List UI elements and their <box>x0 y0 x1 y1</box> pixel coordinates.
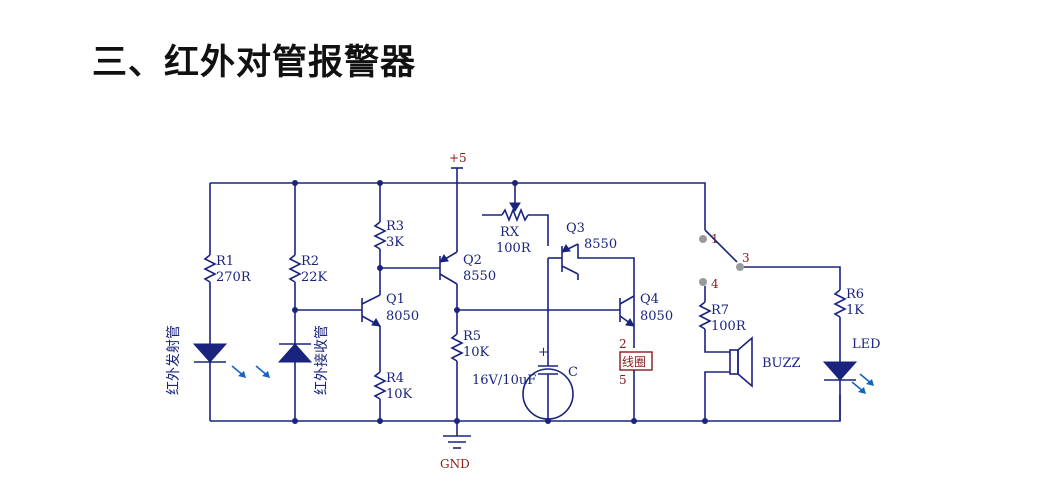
r3-label: R3 <box>386 219 404 234</box>
rx-resistor <box>501 207 529 223</box>
coil-pin-top: 2 <box>619 337 627 351</box>
r3-value: 3K <box>386 235 404 250</box>
q3-value: 8550 <box>584 237 617 252</box>
r2-label: R2 <box>301 254 319 269</box>
ir-emitter-diode <box>192 343 228 363</box>
junction-vcc-r2 <box>292 180 298 186</box>
r7-label: R7 <box>711 303 729 318</box>
r7-value: 100R <box>711 319 747 334</box>
vcc-rail <box>210 182 706 230</box>
junction-gnd-coil <box>631 418 637 424</box>
r2-value: 22K <box>301 270 328 285</box>
junction-vcc-r3 <box>377 180 383 186</box>
rx-value: 100R <box>496 241 532 256</box>
r4-value: 10K <box>386 387 413 402</box>
q1-value: 8050 <box>386 309 419 324</box>
r5-label: R5 <box>463 329 481 344</box>
rx-right-wire <box>528 214 549 246</box>
rx-wiper-arrow <box>509 202 521 212</box>
q2-value: 8550 <box>463 269 496 284</box>
coil-box <box>619 351 653 371</box>
switch-pin-1[interactable] <box>699 235 707 243</box>
led-light-icon <box>851 373 874 394</box>
q3-label: Q3 <box>566 221 585 236</box>
ir-receiver-label: 红外接收管 <box>313 325 330 395</box>
q1-collector <box>361 294 381 305</box>
junction-cap <box>545 418 551 424</box>
r3-resistor <box>373 221 387 250</box>
q3-collector <box>561 265 579 275</box>
r1-resistor <box>203 254 217 283</box>
led-diode <box>822 361 858 381</box>
cap-label: C <box>568 365 578 380</box>
buzzer-body <box>729 349 739 375</box>
cap-value: 16V/10uF <box>472 373 536 388</box>
q4-collector <box>619 295 635 305</box>
r6-value: 1K <box>846 303 864 318</box>
coil-label: 线圈 <box>622 355 646 369</box>
buzzer-cone <box>737 336 753 388</box>
r6-resistor <box>833 289 847 318</box>
q3-emitter-wire <box>577 244 635 348</box>
page-title: 三、红外对管报警器 <box>92 43 417 83</box>
q2-collector <box>439 273 458 285</box>
junction-gnd-r5 <box>454 418 460 424</box>
vcc-label: +5 <box>449 151 467 165</box>
q2-label: Q2 <box>463 253 482 268</box>
cap-plus: + <box>538 345 549 360</box>
rx-label: RX <box>500 225 520 240</box>
buzzer-wire-bottom <box>704 371 730 421</box>
r6-label: R6 <box>846 287 864 302</box>
led-wire-top <box>744 266 841 290</box>
q3-emitter-arrow <box>561 244 571 253</box>
r1-label: R1 <box>216 254 234 269</box>
switch-pin-3[interactable] <box>736 263 744 271</box>
q2-emitter-arrow <box>439 254 449 263</box>
switch-label-3: 3 <box>742 251 750 265</box>
q1-label: Q1 <box>386 292 405 307</box>
gnd-rail <box>210 395 841 422</box>
q4-emitter-arrow <box>625 318 635 327</box>
ir-receiver-diode <box>277 343 313 363</box>
r4-resistor <box>373 371 387 400</box>
switch-lever[interactable] <box>704 229 738 263</box>
ir-emitter-label: 红外发射管 <box>166 325 182 395</box>
r1-value: 270R <box>216 270 252 285</box>
q4-label: Q4 <box>640 292 659 307</box>
junction-gnd-r2 <box>292 418 298 424</box>
buzzer-label: BUZZ <box>762 356 801 371</box>
junction-gnd-buzzer <box>702 418 708 424</box>
switch-pin-4[interactable] <box>699 278 707 286</box>
junction-gnd-r4 <box>377 418 383 424</box>
r5-resistor <box>450 333 464 362</box>
q4-value: 8050 <box>640 309 673 324</box>
switch-label-4: 4 <box>711 277 719 291</box>
ir-rays-icon <box>231 365 270 378</box>
r7-resistor <box>698 301 712 330</box>
q1-emitter-arrow <box>371 318 381 327</box>
r4-label: R4 <box>386 371 404 386</box>
buzzer-wire-top <box>704 329 730 353</box>
coil-pin-bottom: 5 <box>619 373 627 387</box>
r5-value: 10K <box>463 345 490 360</box>
gnd-label: GND <box>440 457 470 471</box>
r2-resistor <box>288 254 302 283</box>
led-label: LED <box>852 337 881 352</box>
